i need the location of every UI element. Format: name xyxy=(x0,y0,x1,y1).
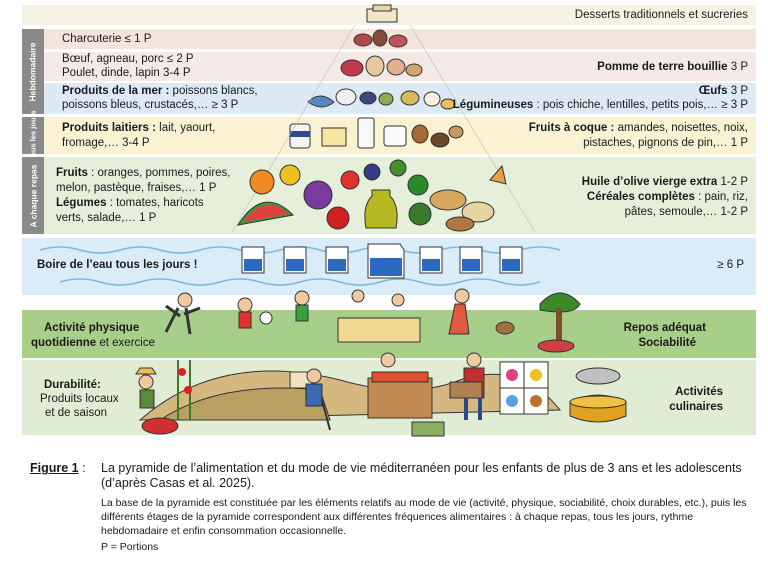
durability-label-line1: Durabilité: xyxy=(44,379,101,391)
charcuterie-label: Charcuterie ≤ 1 P xyxy=(62,33,152,45)
water-portion-label: ≥ 6 P xyxy=(717,259,744,271)
cooking-label-line1: Activités xyxy=(675,386,723,398)
vegetables-label-line1: Légumes : tomates, haricots xyxy=(56,197,204,209)
desserts-label: Desserts traditionnels et sucreries xyxy=(574,9,748,21)
side-label-weekly: Hebdomadaire xyxy=(22,29,44,114)
fruits-vegetables-icon xyxy=(236,159,432,230)
dairy-label-line1: Produits laitiers : lait, yaourt, xyxy=(62,122,216,134)
dairy-icon xyxy=(289,117,407,149)
cooking-label-line2: culinaires xyxy=(669,401,723,413)
children-activity-icon xyxy=(164,288,581,353)
legumes-label: Légumineuses : pois chiche, lentilles, p… xyxy=(452,99,748,111)
seafood-label-line1: Produits de la mer : poissons blancs, xyxy=(62,85,258,97)
activity-label-line1: Activité physique xyxy=(44,322,140,334)
durability-label-line2: Produits locaux xyxy=(40,393,119,405)
cereals-label-line1: Céréales complètes : pain, riz, xyxy=(586,191,748,203)
figure-caption-description: La base de la pyramide est constituée pa… xyxy=(101,496,751,554)
meat-label-line2: Poulet, dinde, lapin 3-4 P xyxy=(62,67,191,79)
rest-label-line1: Repos adéquat xyxy=(623,322,706,334)
meat-icon xyxy=(340,55,423,77)
figure-title: La pyramide de l’alimentation et du mode… xyxy=(101,461,742,490)
cereals-label-line2: pâtes, semoule,… 1-2 P xyxy=(624,206,748,218)
portions-legend: P = Portions xyxy=(101,541,159,553)
activity-label-line2: quotidienne et exercice xyxy=(31,337,155,349)
eggs-label: Œufs 3 P xyxy=(698,85,748,97)
durability-label-line3: et de saison xyxy=(45,407,108,419)
fish-icon xyxy=(307,88,456,110)
seasons-calendar-icon xyxy=(499,361,549,415)
cereals-icon xyxy=(429,164,507,232)
nuts-label-line2: pistaches, pignons de pin,… 1 P xyxy=(583,137,748,149)
cooking-pot-icon xyxy=(569,367,627,423)
water-label: Boire de l’eau tous les jours ! xyxy=(37,259,198,271)
dessert-icon xyxy=(366,4,398,23)
vegetables-label-line2: verts, salade,… 1 P xyxy=(56,212,157,224)
farm-landscape-icon xyxy=(135,352,562,437)
figure-caption-title: Figure 1 : La pyramide de l’alimentation… xyxy=(30,461,756,491)
fruits-label-line1: Fruits : oranges, pommes, poires, xyxy=(56,167,231,179)
nuts-icon xyxy=(411,124,464,148)
nuts-label-line1: Fruits à coque : amandes, noisettes, noi… xyxy=(528,122,748,134)
rest-label-line2: Sociabilité xyxy=(638,337,696,349)
olive-oil-icon xyxy=(364,189,398,229)
olive-oil-label: Huile d’olive vierge extra 1-2 P xyxy=(581,176,748,188)
figure-label: Figure 1 xyxy=(30,461,79,475)
charcuterie-icon xyxy=(353,29,408,48)
meat-label-line1: Bœuf, agneau, porc ≤ 2 P xyxy=(62,53,194,65)
water-icon xyxy=(39,243,561,286)
seafood-label-line2: poissons bleus, crustacés,… ≥ 3 P xyxy=(62,99,239,111)
side-label-daily: Tous les jours xyxy=(22,110,44,161)
potato-label: Pomme de terre bouillie 3 P xyxy=(597,61,748,73)
dairy-label-line2: fromage,… 3-4 P xyxy=(62,137,150,149)
fruits-label-line2: melon, pastèque, fraises,… 1 P xyxy=(56,182,217,194)
side-label-meal: A chaque repas xyxy=(22,157,44,234)
